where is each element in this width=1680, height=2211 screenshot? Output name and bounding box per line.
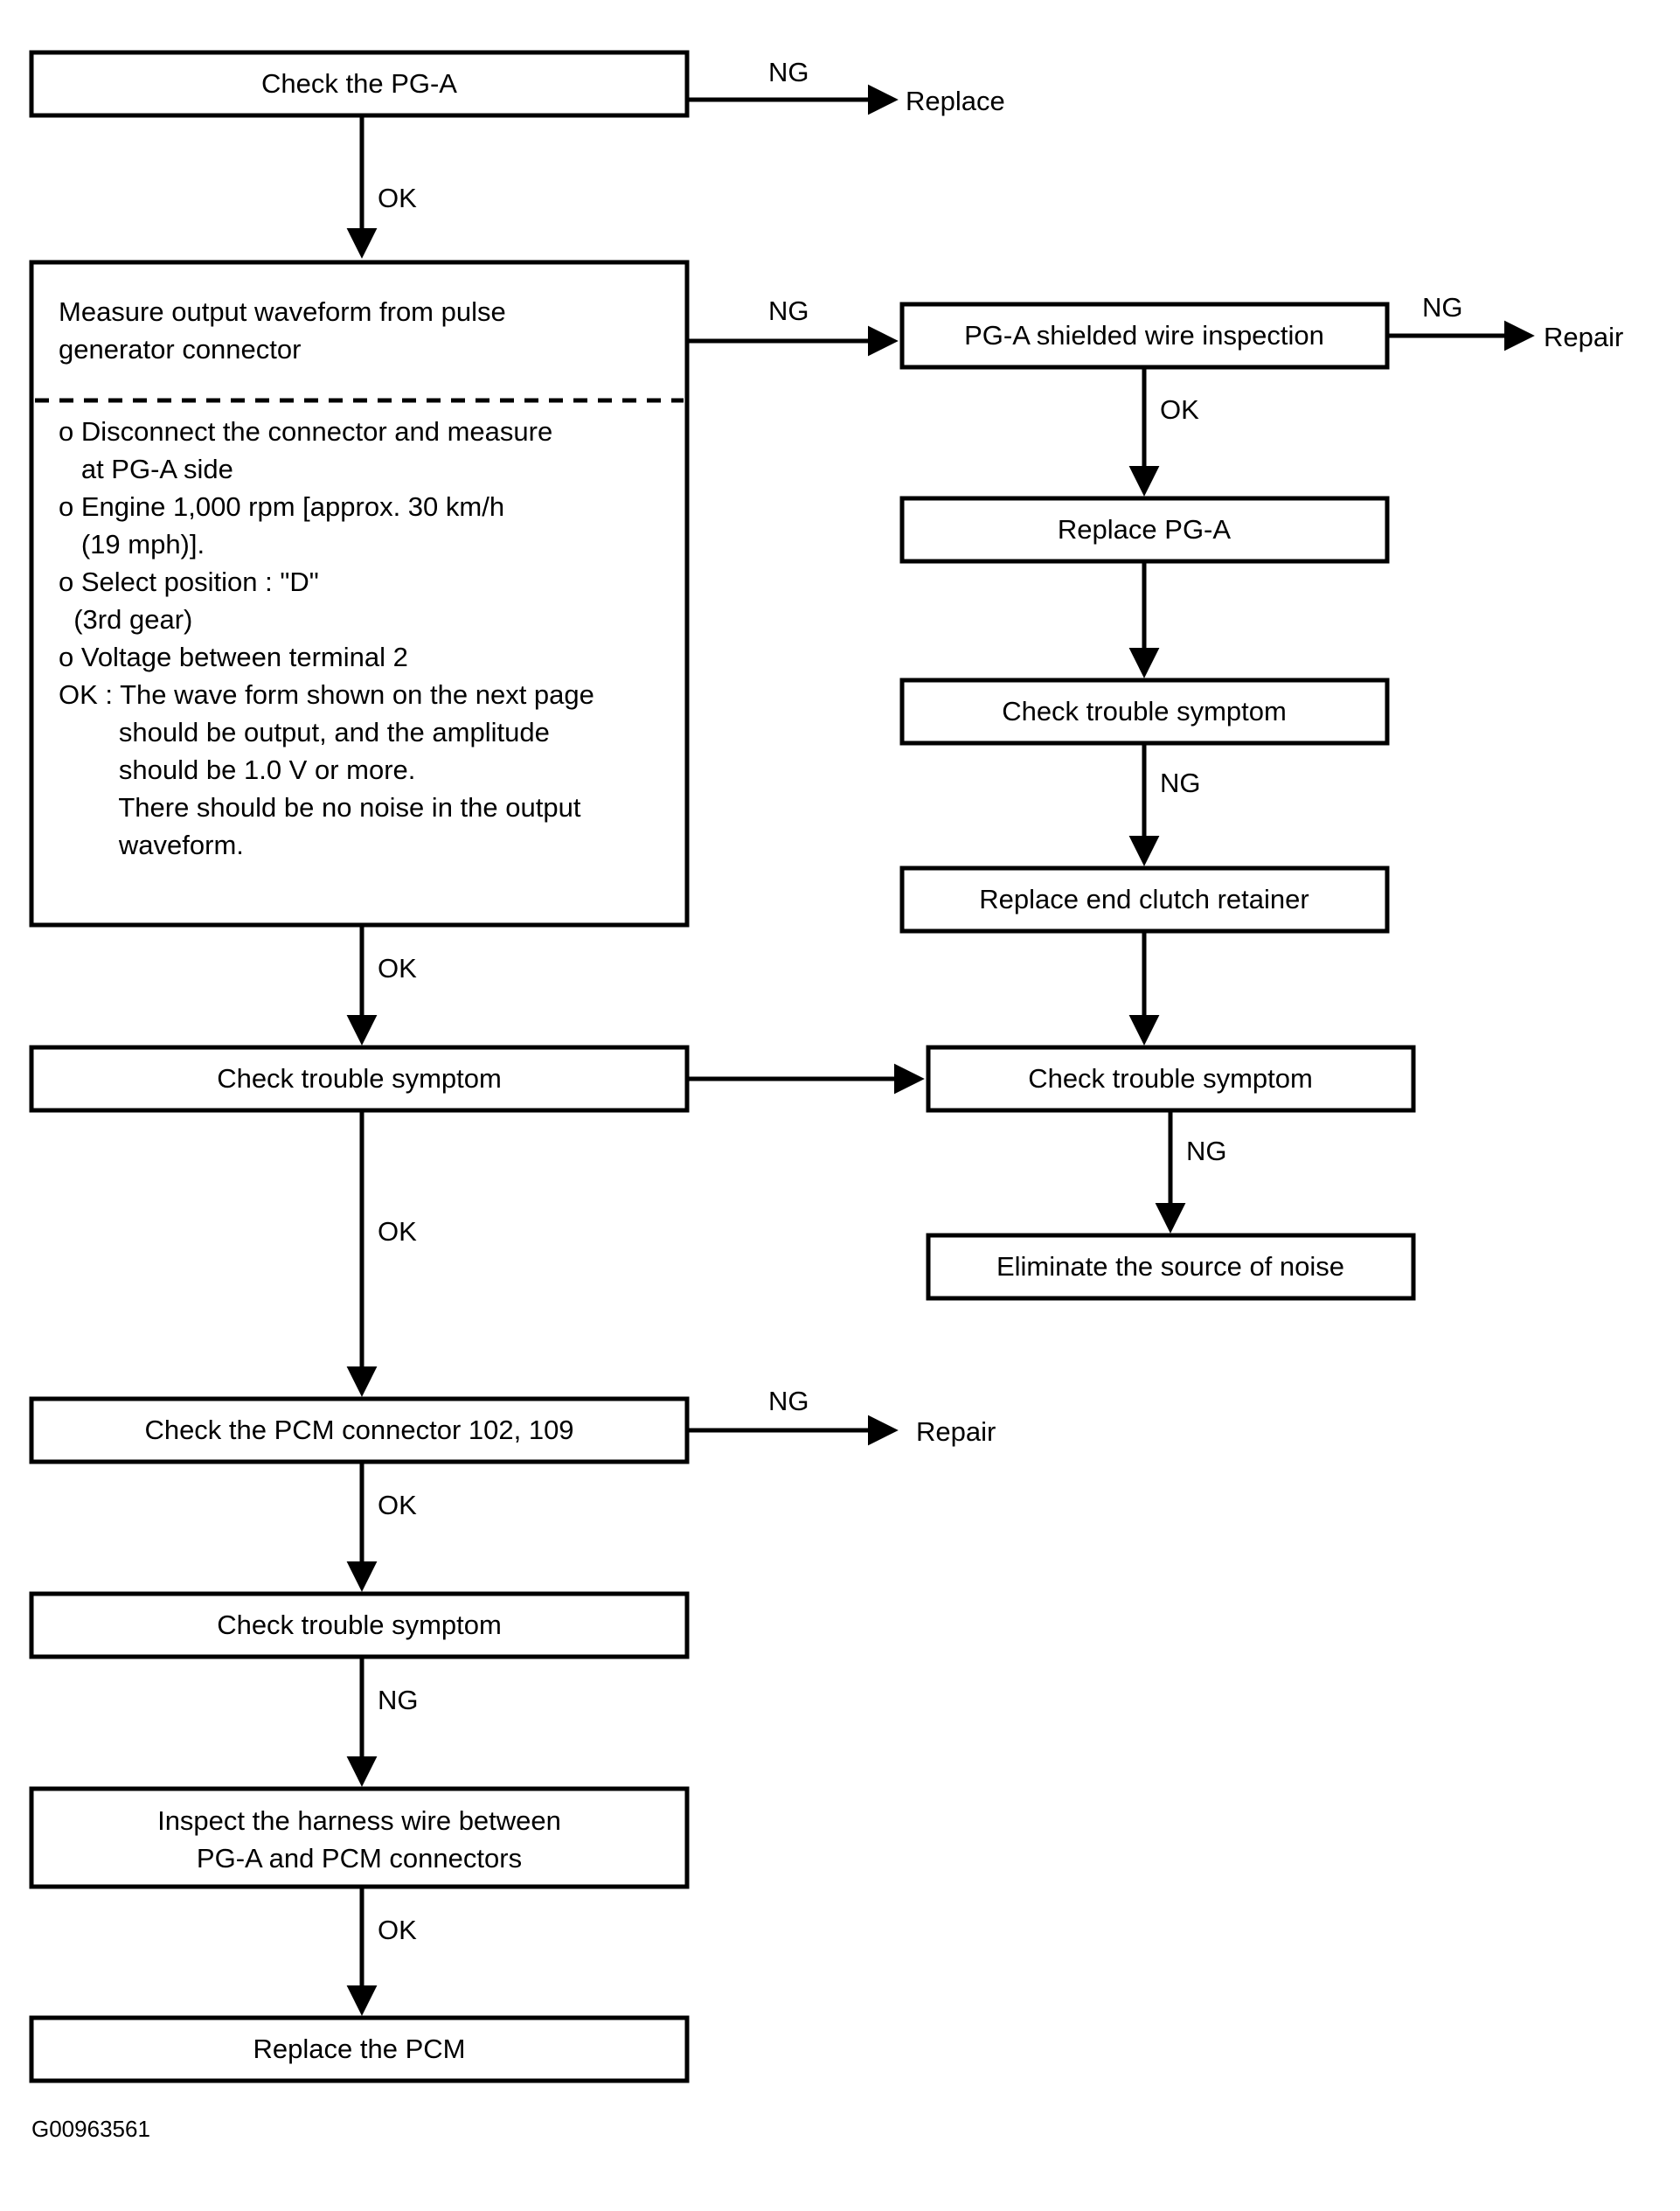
edge-label-ng-4: NG (1160, 768, 1201, 798)
edge-measure-ok: OK (346, 925, 417, 1046)
edge-measure-ng: NG (687, 295, 899, 357)
node-inspect-harness[interactable]: Inspect the harness wire between PG-A an… (29, 1786, 690, 1889)
node-check-pg-a[interactable]: Check the PG-A (29, 50, 690, 118)
node-check-pg-a-rect[interactable] (29, 50, 690, 118)
edge-label-ok-1: OK (378, 183, 417, 213)
node-eliminate-noise-label: Eliminate the source of noise (996, 1251, 1344, 1282)
node-measure-waveform-detail-3: (19 mph)]. (59, 529, 205, 560)
node-measure-waveform-detail-1: at PG-A side (59, 454, 233, 484)
node-measure-waveform[interactable]: Measure output waveform from pulse gener… (29, 260, 690, 928)
edge-inspect-harness-ok: OK (346, 1887, 417, 2016)
node-measure-waveform-detail-4: o Select position : "D" (59, 567, 319, 597)
edge-label-ng-2: NG (768, 295, 809, 326)
node-check-pcm-connector-label: Check the PCM connector 102, 109 (144, 1415, 573, 1445)
node-replace-end-clutch-label: Replace end clutch retainer (979, 884, 1309, 914)
node-pga-shielded-wire-label: PG-A shielded wire inspection (964, 320, 1324, 351)
edge-label-ng-1: NG (768, 57, 809, 87)
edge-pga-shielded-ng: NG Repair (1387, 292, 1623, 352)
terminal-repair-pcm: Repair (916, 1416, 996, 1447)
node-check-trouble-symptom-left-1[interactable]: Check trouble symptom (29, 1045, 690, 1113)
node-replace-pga-label: Replace PG-A (1058, 514, 1231, 545)
node-check-trouble-symptom-left-1-label: Check trouble symptom (217, 1063, 502, 1094)
node-measure-waveform-detail-10: There should be no noise in the output (59, 792, 581, 823)
node-replace-pcm[interactable]: Replace the PCM (29, 2015, 690, 2083)
edge-cts-left-2-ng: NG (346, 1657, 419, 1787)
node-measure-waveform-rect[interactable] (29, 260, 690, 928)
edge-label-ok-2: OK (378, 953, 417, 984)
node-measure-waveform-detail-0: o Disconnect the connector and measure (59, 416, 552, 447)
edge-check-pg-a-ng: NG Replace (687, 57, 1005, 116)
terminal-replace-top: Replace (906, 86, 1005, 116)
edge-pcm-connector-ng: NG Repair (687, 1386, 996, 1447)
node-check-trouble-symptom-left-2[interactable]: Check trouble symptom (29, 1591, 690, 1659)
edge-label-ok-3: OK (378, 1216, 417, 1247)
node-replace-end-clutch[interactable]: Replace end clutch retainer (899, 866, 1390, 934)
edge-cts-right-2-ng: NG (1155, 1110, 1227, 1234)
node-measure-waveform-heading-0: Measure output waveform from pulse (59, 296, 506, 327)
edge-cts-left-ok: OK (346, 1110, 417, 1397)
node-check-trouble-symptom-right-2-label: Check trouble symptom (1028, 1063, 1313, 1094)
node-check-trouble-symptom-left-2-label: Check trouble symptom (217, 1610, 502, 1640)
edge-label-ng-7: NG (378, 1685, 419, 1715)
node-measure-waveform-detail-2: o Engine 1,000 rpm [approx. 30 km/h (59, 491, 504, 522)
node-measure-waveform-detail-9: should be 1.0 V or more. (59, 754, 415, 785)
edge-label-ng-6: NG (768, 1386, 809, 1416)
edge-label-ng-5: NG (1186, 1136, 1227, 1166)
node-replace-pcm-rect[interactable] (29, 2015, 690, 2083)
node-measure-waveform-detail-7: OK : The wave form shown on the next pag… (59, 679, 594, 710)
node-check-trouble-symptom-right-1-rect[interactable] (899, 678, 1390, 746)
edge-label-ok-6: OK (378, 1915, 417, 1945)
node-check-pcm-connector[interactable]: Check the PCM connector 102, 109 (29, 1396, 690, 1464)
node-check-trouble-symptom-right-1-label: Check trouble symptom (1002, 696, 1287, 727)
node-inspect-harness-line-1: PG-A and PCM connectors (197, 1843, 522, 1874)
node-check-pg-a-label: Check the PG-A (261, 68, 457, 99)
node-inspect-harness-rect[interactable] (29, 1786, 690, 1889)
edge-pcm-connector-ok: OK (346, 1462, 417, 1592)
node-check-pcm-connector-rect[interactable] (29, 1396, 690, 1464)
node-eliminate-noise-rect[interactable] (926, 1233, 1416, 1301)
node-check-trouble-symptom-left-2-rect[interactable] (29, 1591, 690, 1659)
edge-pga-shielded-ok: OK (1128, 367, 1199, 497)
node-pga-shielded-wire[interactable]: PG-A shielded wire inspection (899, 302, 1390, 370)
node-check-trouble-symptom-right-2[interactable]: Check trouble symptom (926, 1045, 1416, 1113)
node-check-trouble-symptom-right-1[interactable]: Check trouble symptom (899, 678, 1390, 746)
edge-cts-right-1-ng: NG (1128, 743, 1201, 866)
terminal-repair-top-right: Repair (1544, 322, 1623, 352)
node-measure-waveform-detail-6: o Voltage between terminal 2 (59, 642, 408, 672)
node-replace-pga[interactable]: Replace PG-A (899, 496, 1390, 564)
edge-check-pg-a-ok: OK (346, 115, 417, 259)
figure-caption: G00963561 (31, 2116, 150, 2142)
edge-label-ng-3: NG (1422, 292, 1463, 323)
node-inspect-harness-line-0: Inspect the harness wire between (157, 1805, 561, 1836)
node-measure-waveform-heading-1: generator connector (59, 334, 301, 365)
node-measure-waveform-detail-11: waveform. (59, 830, 244, 860)
node-check-trouble-symptom-right-2-rect[interactable] (926, 1045, 1416, 1113)
edge-label-ok-5: OK (378, 1490, 417, 1520)
node-check-trouble-symptom-left-1-rect[interactable] (29, 1045, 690, 1113)
node-measure-waveform-detail-8: should be output, and the amplitude (59, 717, 550, 747)
node-eliminate-noise[interactable]: Eliminate the source of noise (926, 1233, 1416, 1301)
node-measure-waveform-detail-5: (3rd gear) (59, 604, 192, 635)
node-replace-pcm-label: Replace the PCM (253, 2034, 466, 2064)
node-replace-end-clutch-rect[interactable] (899, 866, 1390, 934)
node-replace-pga-rect[interactable] (899, 496, 1390, 564)
edge-label-ok-4: OK (1160, 394, 1199, 425)
